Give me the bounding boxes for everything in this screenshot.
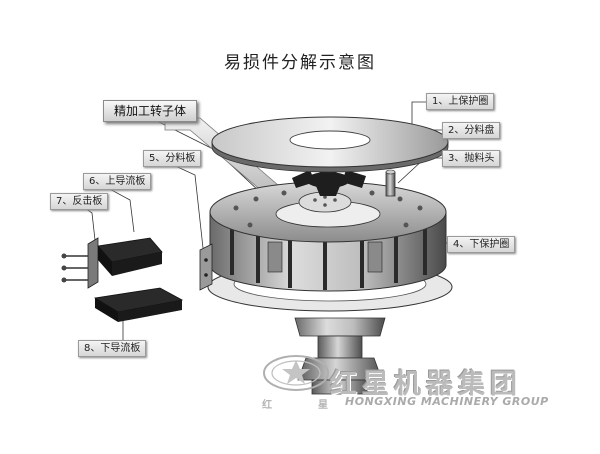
callout-upper-guard: 1、上保护圈 [426,93,495,110]
callout-throw-head: 3、抛料头 [442,150,501,167]
brand-logo [263,355,329,391]
upper-guard-ring [211,116,449,173]
callout-upper-guide: 6、上导流板 [83,173,152,190]
callout-lower-guide: 8、下导流板 [78,340,147,357]
upper-guide-plate [97,237,163,276]
brand-name-cn: 红星机器集团 [330,369,522,400]
callout-distributor-plate: 2、分料盘 [442,122,501,139]
shaft-assembly [294,317,386,395]
brand-small-right: 星 [318,400,328,411]
rotor-label: 精加工转子体 [103,100,198,122]
throw-head [385,169,396,197]
rotor-body [209,181,447,292]
callout-splitter-plate: 5、分料板 [143,150,202,167]
impact-plate [61,237,99,289]
brand-small-left: 红 [262,400,272,411]
diagram-title: 易损件分解示意图 [224,53,376,73]
leader-splitter-plate [157,157,204,249]
brand-name-en: HONGXING MACHINERY GROUP [345,395,549,408]
callout-impact-plate: 7、反击板 [50,193,109,210]
lower-guide-plate [93,287,184,322]
splitter-plate [199,243,213,291]
leader-upper-guard [411,101,426,127]
callout-lower-guard: 4、下保护圈 [447,236,516,253]
